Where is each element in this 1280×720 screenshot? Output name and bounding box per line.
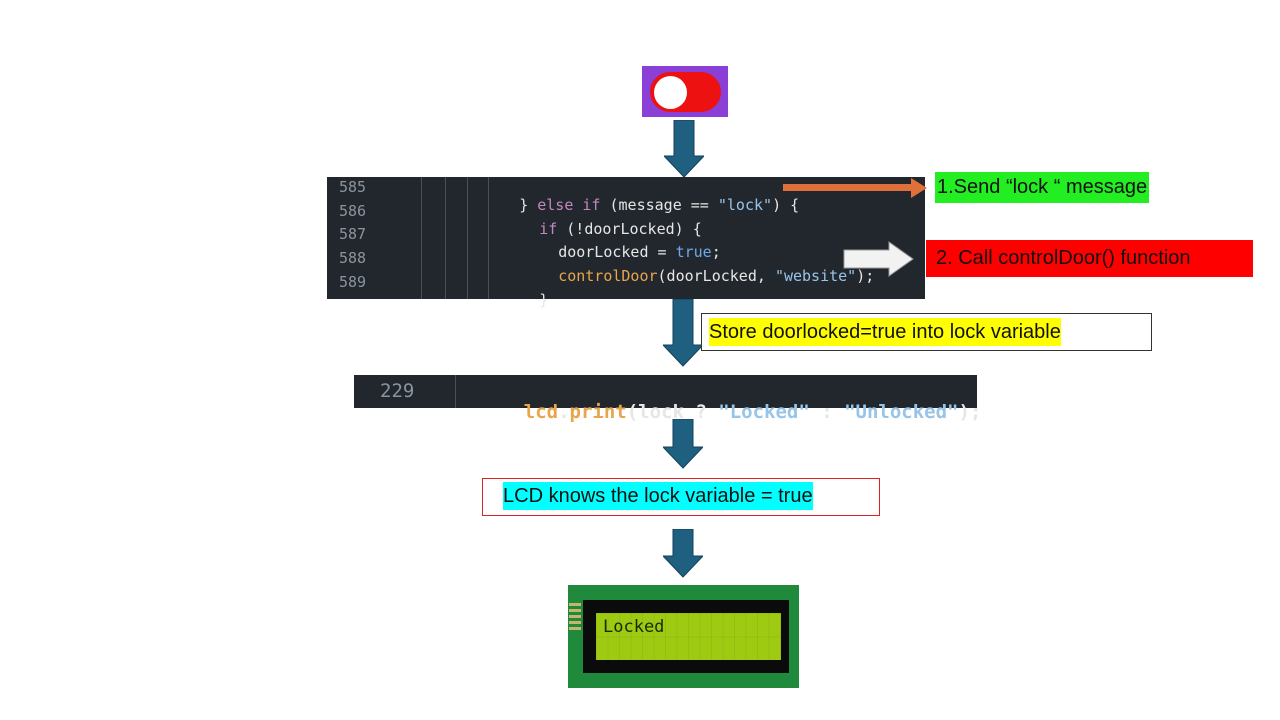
code-token: : (809, 401, 845, 423)
code-token: } (539, 291, 549, 309)
code-token: ); (958, 401, 982, 423)
code-token: ; (711, 243, 721, 261)
lcd-pin (569, 621, 581, 624)
code-line: 586 if (!doorLocked) { (327, 202, 925, 238)
line-number: 229 (380, 380, 415, 402)
code-token: (lock ? (626, 401, 719, 423)
toggle-knob[interactable] (654, 76, 687, 109)
code-line: 585 } else if (message == "lock") { (327, 178, 925, 214)
code-token: (doorLocked, (657, 267, 775, 285)
code-token: (!doorLocked) { (557, 220, 702, 238)
line-number: 588 (339, 249, 367, 267)
annotation-call-function: 2. Call controlDoor() function (926, 240, 1253, 277)
arrow-right-icon (843, 241, 914, 277)
code-token: print (569, 401, 627, 423)
code-token: controlDoor (558, 267, 658, 285)
annotation-store-variable: Store doorlocked=true into lock variable (709, 318, 1061, 346)
line-number: 585 (339, 178, 367, 196)
line-number: 589 (339, 273, 367, 291)
code-token: "lock" (717, 196, 773, 214)
code-token: doorLocked = (558, 243, 676, 261)
arrow-down-icon (663, 529, 703, 578)
code-snippet-message-handler: 585 } else if (message == "lock") { 586 … (327, 177, 925, 309)
code-token: "Locked" (718, 401, 810, 423)
code-line: 588 controlDoor(doorLocked, "website"); (327, 249, 925, 285)
lcd-screen (596, 613, 781, 660)
arrow-down-icon (664, 120, 704, 178)
lcd-pin (569, 615, 581, 618)
lcd-display-text: Locked (603, 617, 665, 637)
code-token: ) { (772, 196, 800, 214)
annotation-lcd-knows: LCD knows the lock variable = true (503, 482, 813, 510)
arrow-down-icon (663, 419, 703, 469)
code-token: (message == (600, 196, 718, 214)
code-token: else if (537, 196, 601, 214)
lcd-pin (569, 603, 581, 606)
lcd-pin (569, 627, 581, 630)
code-token: lcd (523, 401, 559, 423)
code-token: "Unlocked" (844, 401, 959, 423)
code-token: } (519, 196, 538, 214)
arrow-down-icon (663, 299, 703, 367)
annotation-send-message: 1.Send “lock “ message (935, 172, 1150, 203)
lcd-pin (569, 609, 581, 612)
code-line: 589 } (327, 273, 925, 309)
line-number: 587 (339, 225, 367, 243)
code-token: ); (856, 267, 875, 285)
code-token: . (558, 401, 570, 423)
line-number: 586 (339, 202, 367, 220)
code-line: 587 doorLocked = true; (327, 225, 925, 261)
code-snippet-lcd-print: 229 lcd.print(lock ? "Locked" : "Unlocke… (354, 375, 981, 423)
arrow-right-icon (783, 178, 927, 198)
code-token: true (675, 243, 712, 261)
code-token: "website" (774, 267, 857, 285)
code-token: if (539, 220, 558, 238)
